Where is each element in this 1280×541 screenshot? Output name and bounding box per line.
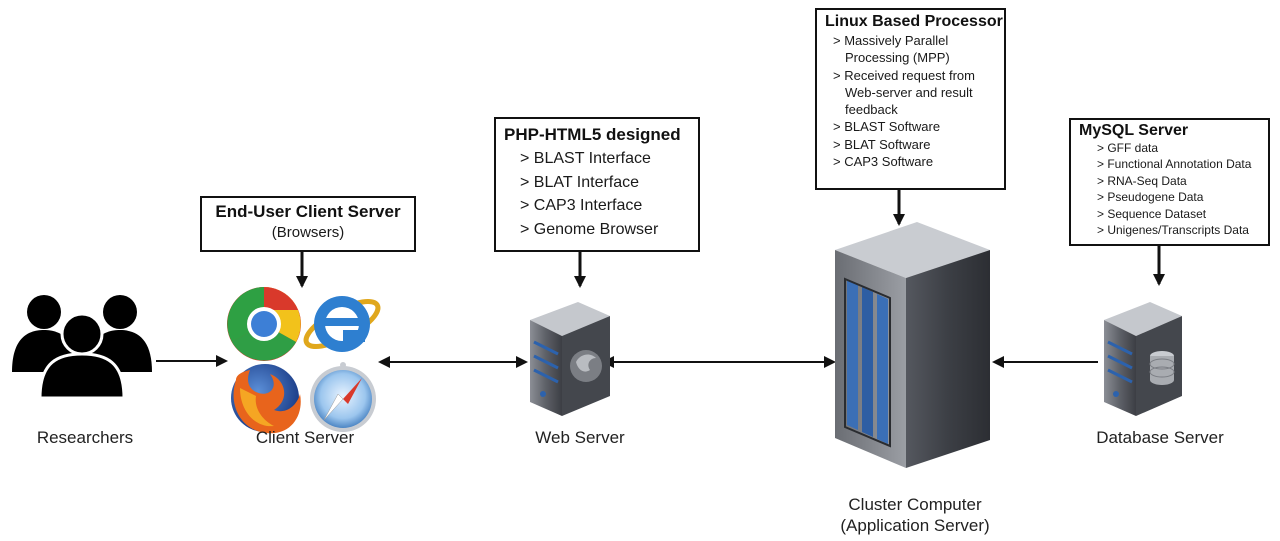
mysql-server-box: MySQL Server > GFF data > Functional Ann… (1069, 118, 1270, 246)
list-item: > CAP3 Software (833, 153, 1004, 170)
mysql-box-title: MySQL Server (1079, 122, 1189, 139)
php-box-list: > BLAST Interface > BLAT Interface > CAP… (504, 147, 698, 241)
mysql-box-list: > GFF data > Functional Annotation Data … (1079, 140, 1268, 238)
users-group-icon (12, 295, 152, 400)
list-item: > BLAT Interface (520, 173, 640, 191)
list-item: > Sequence Dataset (1097, 206, 1207, 221)
list-item-text: > CAP3 Software (833, 154, 934, 170)
list-item-text: > Received request from (833, 67, 975, 83)
web-server-label: Web Server (535, 428, 625, 447)
client-server-box: End-User Client Server (Browsers) (200, 196, 416, 252)
list-item: > BLAST Software (833, 118, 1004, 135)
client-box-subtitle: (Browsers) (271, 224, 345, 241)
database-server-icon (1104, 302, 1182, 416)
application-server-label: (Application Server) (840, 516, 990, 535)
list-item: > Genome Browser (520, 220, 659, 238)
firefox-icon (231, 364, 301, 434)
researchers-label: Researchers (36, 428, 134, 447)
linux-processor-box: Linux Based Processor > Massively Parall… (815, 8, 1006, 190)
database-server-label: Database Server (1096, 428, 1224, 447)
list-item: > GFF data (1097, 141, 1159, 155)
cluster-computer-label: Cluster Computer (848, 495, 982, 514)
list-item-continuation: Processing (MPP) (845, 50, 950, 66)
list-item-text: > BLAST Software (833, 119, 941, 135)
list-item-continuation: Web-server and result feedback (845, 84, 973, 118)
list-item-text: > BLAT Software (833, 136, 931, 152)
linux-box-title: Linux Based Processor (825, 13, 1003, 30)
list-item: > CAP3 Interface (520, 197, 643, 214)
client-box-title: End-User Client Server (215, 202, 401, 221)
list-item: > RNA-Seq Data (1097, 173, 1187, 188)
list-item-text: > Massively Parallel (833, 33, 949, 48)
client-server-label: Client Server (255, 428, 355, 447)
list-item: > Functional Annotation Data (1097, 157, 1252, 172)
php-html5-box: PHP-HTML5 designed > BLAST Interface > B… (494, 117, 700, 252)
cluster-tower-icon (835, 222, 990, 468)
list-item: > Unigenes/Transcripts Data (1097, 223, 1249, 238)
php-box-title: PHP-HTML5 designed (504, 125, 681, 144)
chrome-icon (227, 287, 301, 361)
list-item: > BLAT Software (833, 136, 1004, 153)
safari-icon (310, 362, 376, 432)
internet-explorer-icon (303, 296, 381, 352)
list-item: > Pseudogene Data (1097, 190, 1204, 205)
web-server-icon (530, 302, 610, 416)
list-item: > BLAST Interface (520, 150, 651, 167)
